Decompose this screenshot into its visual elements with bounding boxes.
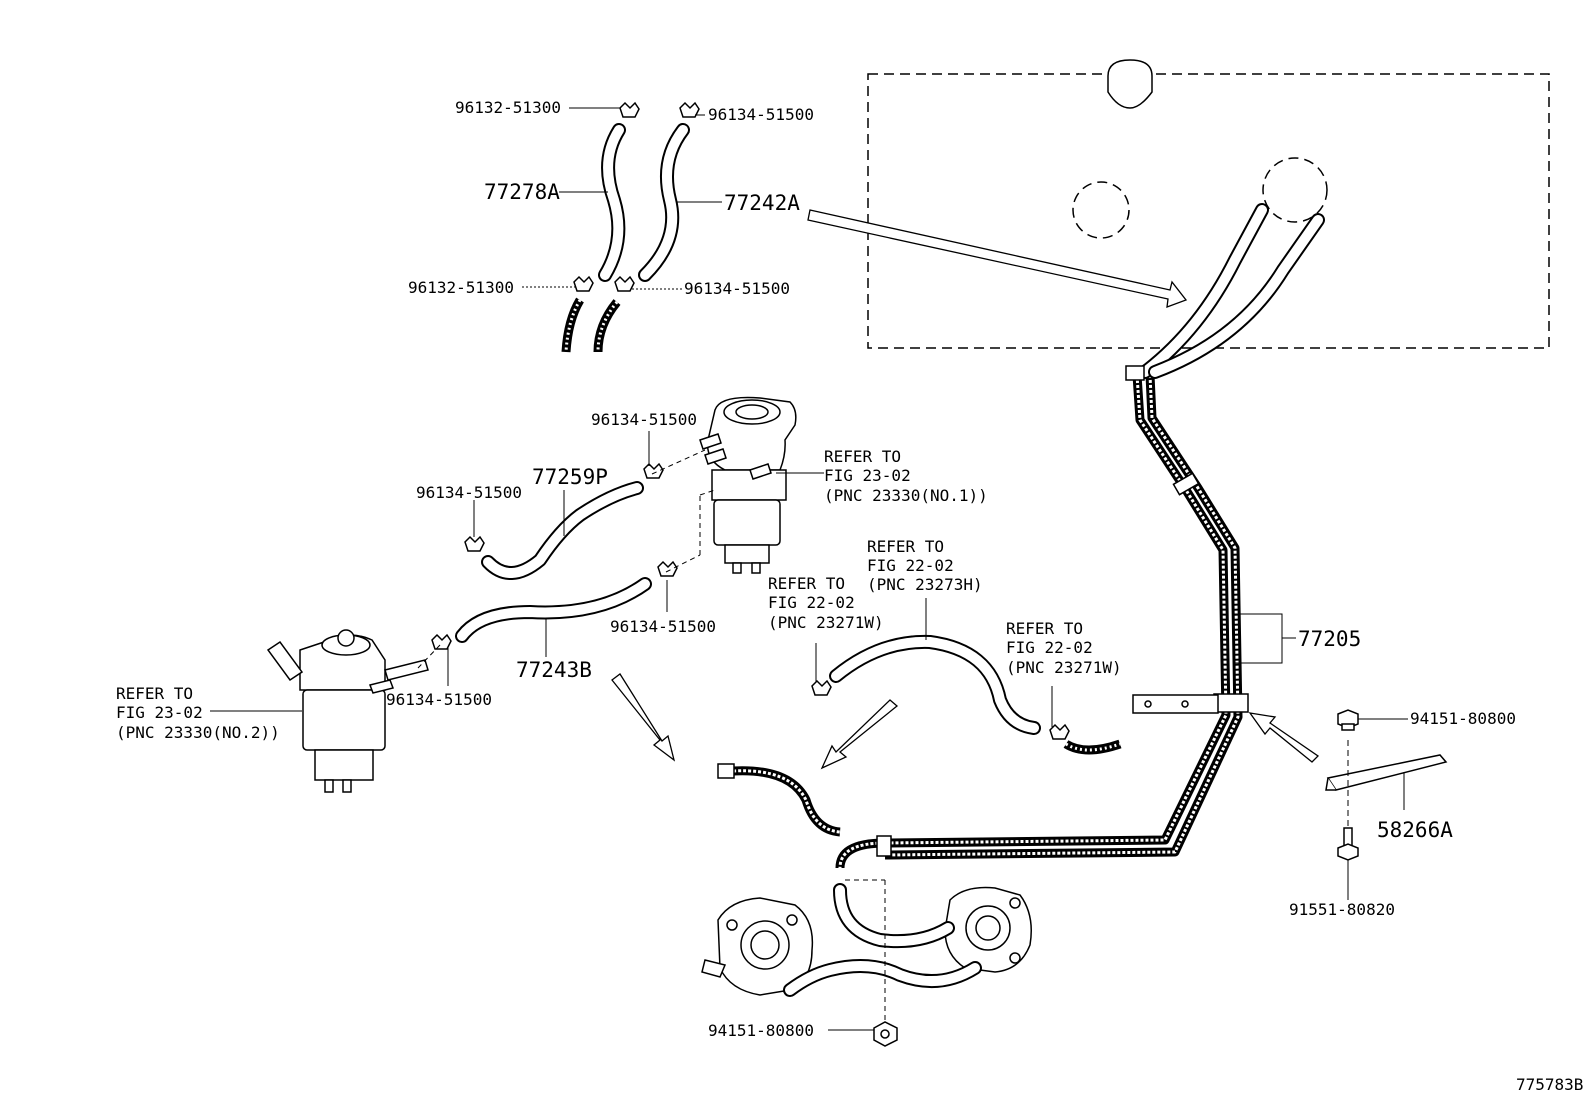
svg-text:REFER TO: REFER TO <box>1006 619 1083 638</box>
direction-arrow-right <box>1248 712 1320 763</box>
clip-icons-mid <box>431 462 1070 740</box>
label-clip-96134-51500-mid-right: 96134-51500 <box>610 617 716 636</box>
label-clip-96134-51500-left: 96134-51500 <box>416 483 522 502</box>
svg-text:(PNC 23271W): (PNC 23271W) <box>1006 658 1122 677</box>
hose-77278a <box>598 123 626 282</box>
svg-text:(PNC 23271W): (PNC 23271W) <box>768 613 884 632</box>
fuel-tube-77205 <box>717 203 1325 869</box>
hose-77243b <box>455 577 652 643</box>
refer-hose-23273h: REFER TO FIG 22-02 (PNC 23273H) <box>867 537 983 594</box>
label-hose-77243b: 77243B <box>516 658 592 682</box>
label-clip-96132-51300-top: 96132-51300 <box>455 98 561 117</box>
label-clip-96134-51500-bottom: 96134-51500 <box>684 279 790 298</box>
tube-77205-bracket <box>1132 694 1219 714</box>
direction-arrow-center <box>820 699 899 770</box>
leader-77205 <box>1232 613 1296 664</box>
label-bolt-91551-80820: 91551-80820 <box>1289 900 1395 919</box>
fuel-pump-right <box>944 886 1032 973</box>
fuel-filter-no2 <box>266 629 429 793</box>
svg-text:FIG 23-02: FIG 23-02 <box>824 466 911 485</box>
clip-icons-top <box>573 101 700 292</box>
svg-text:REFER TO: REFER TO <box>768 574 845 593</box>
leader-lines-top <box>522 107 722 290</box>
leader-lines-refer <box>815 598 1053 727</box>
hose-77242a <box>638 123 690 282</box>
label-clip-96134-51500-filter2: 96134-51500 <box>386 690 492 709</box>
label-tube-77205: 77205 <box>1298 627 1361 651</box>
label-bolt-94151-80800-right: 94151-80800 <box>1410 709 1516 728</box>
bolt-91551-80820 <box>1337 827 1359 900</box>
bracket-58266a <box>1325 740 1448 842</box>
svg-text:FIG 22-02: FIG 22-02 <box>867 556 954 575</box>
svg-text:FIG 22-02: FIG 22-02 <box>1006 638 1093 657</box>
refer-filter-no1: REFER TO FIG 23-02 (PNC 23330(NO.1)) <box>824 447 988 505</box>
svg-text:REFER TO: REFER TO <box>824 447 901 466</box>
fuel-filter-no1 <box>699 396 797 574</box>
bolt-94151-80800-bottom <box>828 1021 898 1047</box>
hose-77259p <box>481 481 644 580</box>
svg-text:REFER TO: REFER TO <box>867 537 944 556</box>
refer-hose-23271w-left: REFER TO FIG 22-02 (PNC 23271W) <box>768 574 884 632</box>
label-hose-77278a: 77278A <box>484 180 560 204</box>
label-hose-77259p: 77259P <box>532 465 608 489</box>
leader-lines-mid <box>210 431 824 712</box>
label-clip-96134-51500-filter-top: 96134-51500 <box>591 410 697 429</box>
label-bolt-94151-80800-bottom: 94151-80800 <box>708 1021 814 1040</box>
svg-text:REFER TO: REFER TO <box>116 684 193 703</box>
svg-text:FIG 23-02: FIG 23-02 <box>116 703 203 722</box>
bolt-94151-80800-right <box>1337 709 1408 731</box>
svg-text:(PNC 23330(NO.1)): (PNC 23330(NO.1)) <box>824 486 988 505</box>
hose-23273h <box>829 634 1041 735</box>
fuel-tank-outline <box>867 59 1550 349</box>
dashed-fitting-lines-mid <box>417 449 716 669</box>
label-bracket-58266a: 58266A <box>1377 818 1453 842</box>
diagram-id: 775783B <box>1516 1075 1583 1094</box>
label-hose-77242a: 77242A <box>724 191 800 215</box>
direction-arrow-tank <box>807 209 1188 308</box>
hose-23271w-stub <box>1063 739 1122 755</box>
refer-hose-23271w-right: REFER TO FIG 22-02 (PNC 23271W) <box>1006 619 1122 677</box>
pump-hoses-bottom <box>783 879 982 1020</box>
label-clip-96134-51500-top: 96134-51500 <box>708 105 814 124</box>
label-clip-96132-51300-bottom: 96132-51300 <box>408 278 514 297</box>
svg-text:(PNC 23273H): (PNC 23273H) <box>867 575 983 594</box>
svg-text:(PNC 23330(NO.2)): (PNC 23330(NO.2)) <box>116 723 280 742</box>
refer-filter-no2: REFER TO FIG 23-02 (PNC 23330(NO.2)) <box>116 684 280 742</box>
pipe-stubs-top-left <box>561 297 621 353</box>
svg-text:FIG 22-02: FIG 22-02 <box>768 593 855 612</box>
fuel-pump-left <box>701 897 814 996</box>
direction-arrow-left <box>611 673 676 762</box>
